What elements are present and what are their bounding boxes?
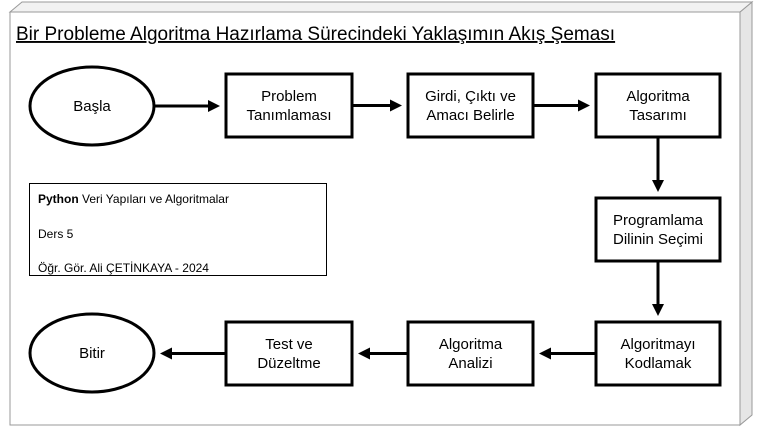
process-box <box>406 320 535 387</box>
node-io: Girdi, Çıktı ve Amacı Belirle <box>406 72 535 139</box>
node-label-analysis-0: Algoritma <box>439 336 503 353</box>
node-test: Test ve Düzeltme <box>224 320 354 387</box>
node-end: Bitir <box>28 312 156 394</box>
node-label-language-0: Programlama <box>613 212 704 229</box>
lesson-number: Ders 5 <box>38 227 74 241</box>
node-label-design-0: Algoritma <box>626 88 690 105</box>
flow-arrows <box>154 99 664 360</box>
node-label-coding-0: Algoritmayı <box>620 336 695 353</box>
node-label-test-0: Test ve <box>265 336 313 353</box>
terminal-ellipse <box>28 65 156 147</box>
node-label-problem-0: Problem <box>261 88 317 105</box>
node-label-end-0: Bitir <box>79 345 105 362</box>
diagram-title: Bir Probleme Algoritma Hazırlama Sürecin… <box>16 24 615 45</box>
process-box <box>594 196 722 263</box>
process-box <box>224 320 354 387</box>
course-info-box: Python Veri Yapıları ve Algoritmalar Der… <box>29 183 327 276</box>
node-label-test-1: Düzeltme <box>257 355 320 372</box>
process-box <box>224 72 354 139</box>
course-language: Python <box>38 192 79 206</box>
node-label-start-0: Başla <box>73 98 111 115</box>
process-box <box>594 320 722 387</box>
node-label-io-1: Amacı Belirle <box>426 107 514 124</box>
node-start: Başla <box>28 65 156 147</box>
node-label-design-1: Tasarımı <box>629 107 687 124</box>
terminal-ellipse <box>28 312 156 394</box>
instructor-line: Öğr. Gör. Ali ÇETİNKAYA - 2024 <box>38 261 209 275</box>
node-label-language-1: Dilinin Seçimi <box>613 231 703 248</box>
process-box <box>594 72 722 139</box>
node-label-problem-1: Tanımlaması <box>246 107 331 124</box>
course-topic: Veri Yapıları ve Algoritmalar <box>78 192 229 206</box>
node-label-analysis-1: Analizi <box>448 355 492 372</box>
node-label-io-0: Girdi, Çıktı ve <box>425 88 516 105</box>
node-label-coding-1: Kodlamak <box>625 355 692 372</box>
process-box <box>406 72 535 139</box>
course-title-line: Python Veri Yapıları ve Algoritmalar <box>38 192 229 206</box>
